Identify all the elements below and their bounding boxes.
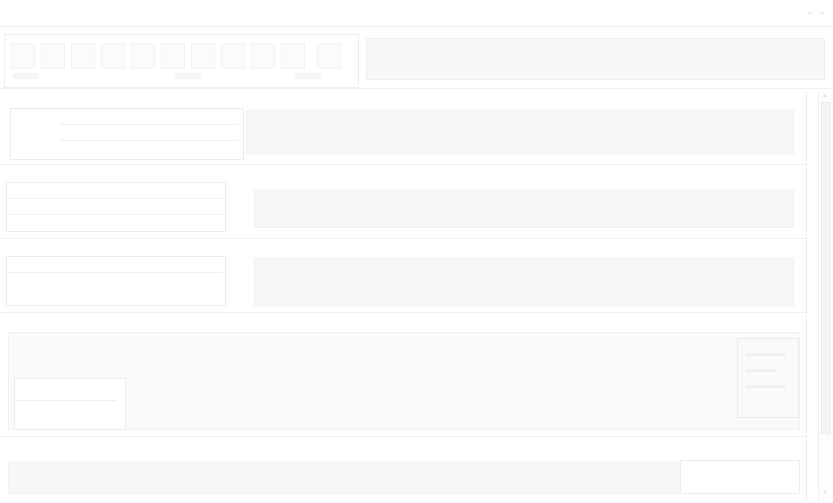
ribbon-tool-2[interactable]: [41, 43, 65, 69]
section-2-row: [8, 198, 222, 199]
section-divider: [0, 164, 806, 165]
section-5-input[interactable]: [680, 460, 800, 494]
section-3-row: [8, 272, 222, 273]
ribbon-tool-7[interactable]: [191, 43, 215, 69]
ribbon-group-label: [175, 73, 201, 79]
side-widget[interactable]: [737, 338, 799, 418]
content-right-border: [806, 92, 807, 500]
section-divider: [0, 238, 806, 239]
ribbon-tool-4[interactable]: [101, 43, 125, 69]
section-5-content: [8, 462, 800, 494]
section-3-box[interactable]: [6, 256, 226, 306]
header-input-area[interactable]: [366, 38, 825, 80]
section-1-content: [246, 110, 794, 154]
ribbon-toolbar: [4, 34, 359, 88]
section-1-box[interactable]: [10, 108, 244, 160]
vertical-scrollbar[interactable]: ▲ ▼: [818, 92, 831, 500]
ribbon-group-label: [295, 73, 321, 79]
section-2-content: [254, 190, 794, 228]
section-3-content: [254, 258, 794, 306]
close-icon[interactable]: [820, 12, 824, 14]
section-1-row: [60, 124, 238, 125]
section-4-box[interactable]: [14, 378, 126, 430]
ribbon-tool-11[interactable]: [317, 43, 341, 69]
section-1-row: [60, 140, 238, 141]
section-divider: [0, 436, 806, 437]
section-divider: [0, 312, 806, 313]
ribbon-tool-5[interactable]: [131, 43, 155, 69]
ribbon-tool-1[interactable]: [11, 43, 35, 69]
title-bar: [0, 0, 833, 27]
ribbon-tool-3[interactable]: [71, 43, 95, 69]
ribbon-tool-9[interactable]: [251, 43, 275, 69]
scrollbar-thumb[interactable]: [821, 102, 831, 434]
header-divider: [0, 88, 833, 89]
section-4-content: [8, 332, 800, 430]
widget-line: [746, 385, 786, 388]
ribbon-group-label: [13, 73, 39, 79]
section-4-row: [16, 400, 116, 401]
section-2-box[interactable]: [6, 182, 226, 232]
section-2-row: [8, 214, 222, 215]
minimize-icon[interactable]: [808, 12, 812, 14]
ribbon-tool-6[interactable]: [161, 43, 185, 69]
widget-line: [746, 369, 776, 372]
ribbon-tool-8[interactable]: [221, 43, 245, 69]
scroll-up-icon[interactable]: ▲: [822, 93, 828, 99]
widget-line: [746, 353, 786, 356]
scroll-down-icon[interactable]: ▼: [822, 490, 828, 496]
ribbon-tool-10[interactable]: [281, 43, 305, 69]
